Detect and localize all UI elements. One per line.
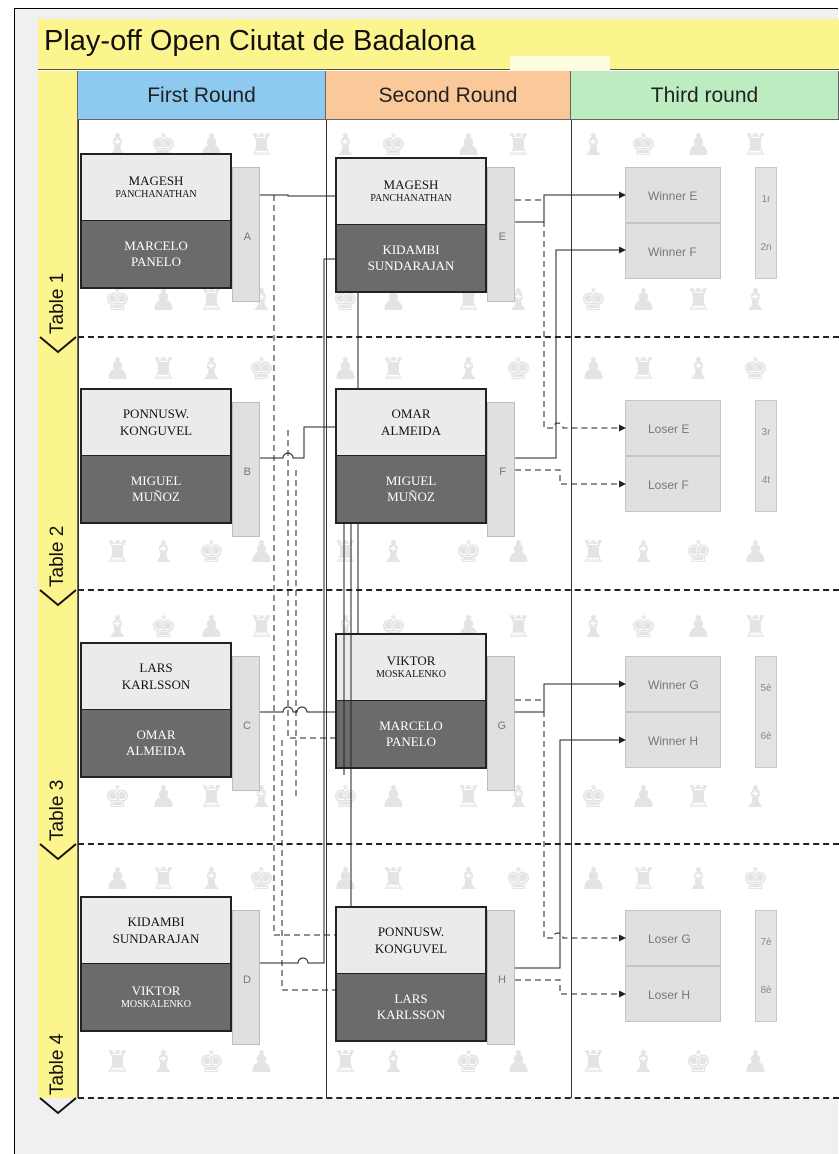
round-header-third: Third round: [571, 71, 839, 120]
column-divider: [78, 120, 79, 1098]
round-header-second: Second Round: [326, 71, 571, 120]
final-slot: Winner H: [625, 712, 721, 768]
match-tag-e: E: [487, 167, 515, 302]
final-slot: Loser F: [625, 456, 721, 512]
page-title: Play-off Open Ciutat de Badalona: [44, 25, 476, 57]
chevron-down-icon: [39, 589, 77, 607]
final-slot: Winner F: [625, 223, 721, 279]
player-slot: PONNUSW.KONGUVEL: [82, 390, 230, 456]
match-tag-a: A: [232, 167, 260, 302]
match-tag-g: G: [487, 656, 515, 791]
final-slot: Winner G: [625, 656, 721, 712]
final-slot: Loser H: [625, 966, 721, 1022]
chevron-down-icon: [39, 336, 77, 354]
table-divider: [78, 1097, 839, 1099]
table-label-1: Table 1: [47, 272, 68, 334]
final-slot: Loser E: [625, 400, 721, 456]
round-header-first: First Round: [78, 71, 326, 120]
match-tag-b: B: [232, 402, 260, 537]
table-label-strip: [38, 71, 78, 1098]
table-divider: [78, 336, 839, 338]
match-tag-h: H: [487, 910, 515, 1045]
table-label-3: Table 3: [47, 779, 68, 841]
match-tag-f: F: [487, 402, 515, 537]
title-bar: Play-off Open Ciutat de Badalona: [38, 19, 839, 70]
column-divider: [326, 120, 327, 1098]
final-slot: Loser G: [625, 910, 721, 966]
player-slot: PONNUSW.KONGUVEL: [337, 908, 485, 974]
match-tag-c: C: [232, 656, 260, 791]
table-divider: [78, 843, 839, 845]
chevron-down-icon: [39, 1097, 77, 1115]
final-slot: Winner E: [625, 167, 721, 223]
match-tag-d: D: [232, 910, 260, 1045]
chevron-down-icon: [39, 843, 77, 861]
table-divider: [78, 589, 839, 591]
table-label-4: Table 4: [47, 1033, 68, 1095]
table-label-2: Table 2: [47, 525, 68, 587]
column-divider: [571, 120, 572, 1098]
